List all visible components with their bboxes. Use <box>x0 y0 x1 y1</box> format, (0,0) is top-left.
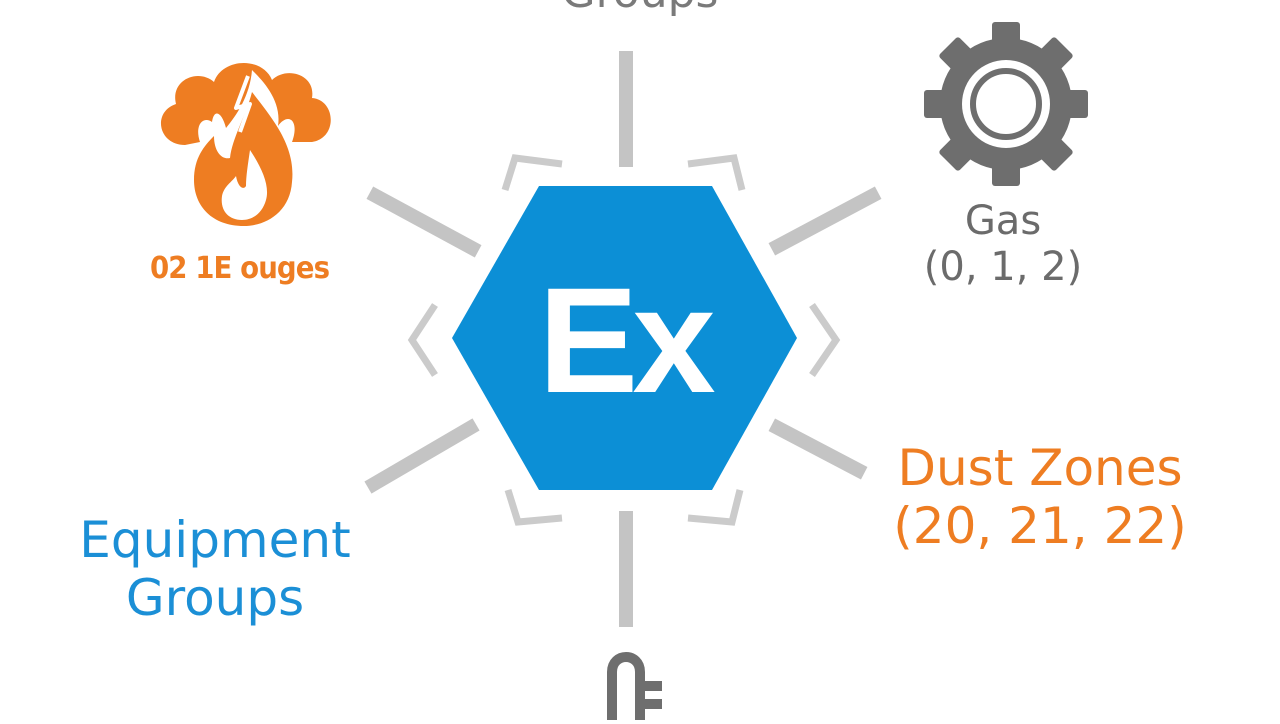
dust-zones-label: Dust Zones (20, 21, 22) <box>860 439 1220 555</box>
chevrons <box>407 154 841 526</box>
chevron-right <box>809 303 841 377</box>
equipment-groups-line1: Equipment <box>79 511 351 569</box>
chevron-bottom-left <box>504 488 563 526</box>
gas-label-zones: (0, 1, 2) <box>923 244 1083 290</box>
groups-top-label: Groups <box>562 0 719 19</box>
ex-label: Ex <box>538 256 715 424</box>
fire-label: 02 1E ouges <box>150 251 330 286</box>
spoke-lower-right <box>768 418 868 480</box>
spoke-upper-right <box>768 186 882 256</box>
spokes <box>364 51 882 627</box>
thermometer-icon <box>607 652 662 720</box>
chevron-top-right <box>687 154 746 191</box>
chevron-left <box>407 303 438 377</box>
equipment-groups-line2: Groups <box>125 568 305 627</box>
spoke-upper-left <box>366 186 482 258</box>
gas-label-title: Gas <box>964 198 1042 244</box>
gas-label: Gas (0, 1, 2) <box>903 198 1103 290</box>
gear-icon <box>924 22 1088 186</box>
ex-hexagon <box>452 186 797 490</box>
spoke-lower-left <box>364 418 480 494</box>
dust-zones-values: (20, 21, 22) <box>893 496 1187 555</box>
chevron-bottom-right <box>687 489 744 526</box>
dust-zones-title: Dust Zones <box>897 439 1183 497</box>
chevron-top-left <box>501 154 563 192</box>
fire-cloud-icon <box>160 62 331 226</box>
equipment-groups-label: Equipment Groups <box>45 511 385 627</box>
